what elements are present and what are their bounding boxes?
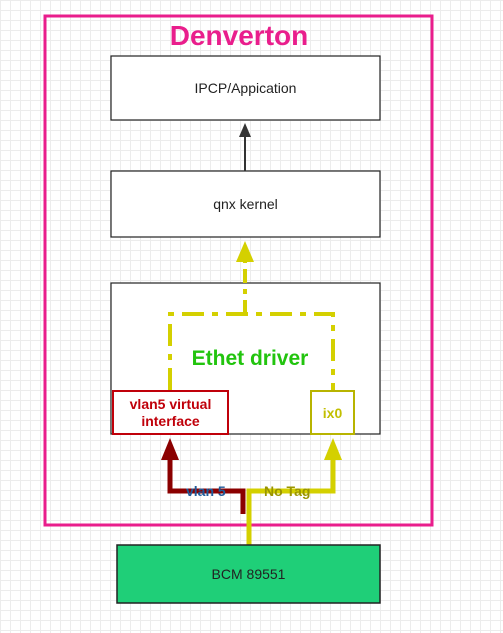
kernel-to-app-arrow-head: [239, 123, 251, 137]
ix0-box[interactable]: [310, 390, 355, 435]
notag-path: [246, 459, 336, 545]
driver-dashed-outline: [168, 312, 335, 390]
bcm-label: BCM 89551: [211, 566, 286, 582]
ix0-label: ix0: [322, 404, 343, 421]
ethernet-driver-label: Ethet driver: [191, 347, 309, 370]
vlan-path: [167, 459, 246, 514]
vlan-arrow-head: [161, 438, 179, 460]
denverton-title: Denverton: [169, 20, 309, 51]
notag-edge-label: No Tag: [264, 483, 311, 499]
denverton-container: [43, 14, 434, 527]
bcm-box[interactable]: [116, 544, 381, 604]
driver-to-kernel-arrow-head: [236, 241, 254, 262]
qnx-kernel-box[interactable]: [110, 170, 381, 238]
qnx-kernel-label: qnx kernel: [213, 196, 278, 212]
vlan5-interface-box[interactable]: [112, 390, 229, 435]
ipcp-label: IPCP/Appication: [194, 80, 297, 96]
vlan-edge-label: vlan 5: [186, 483, 226, 499]
vlan5-interface-label: vlan5 virtual interface: [129, 395, 212, 429]
ipcp-application-box[interactable]: [110, 55, 381, 121]
notag-arrow-head: [324, 438, 342, 460]
